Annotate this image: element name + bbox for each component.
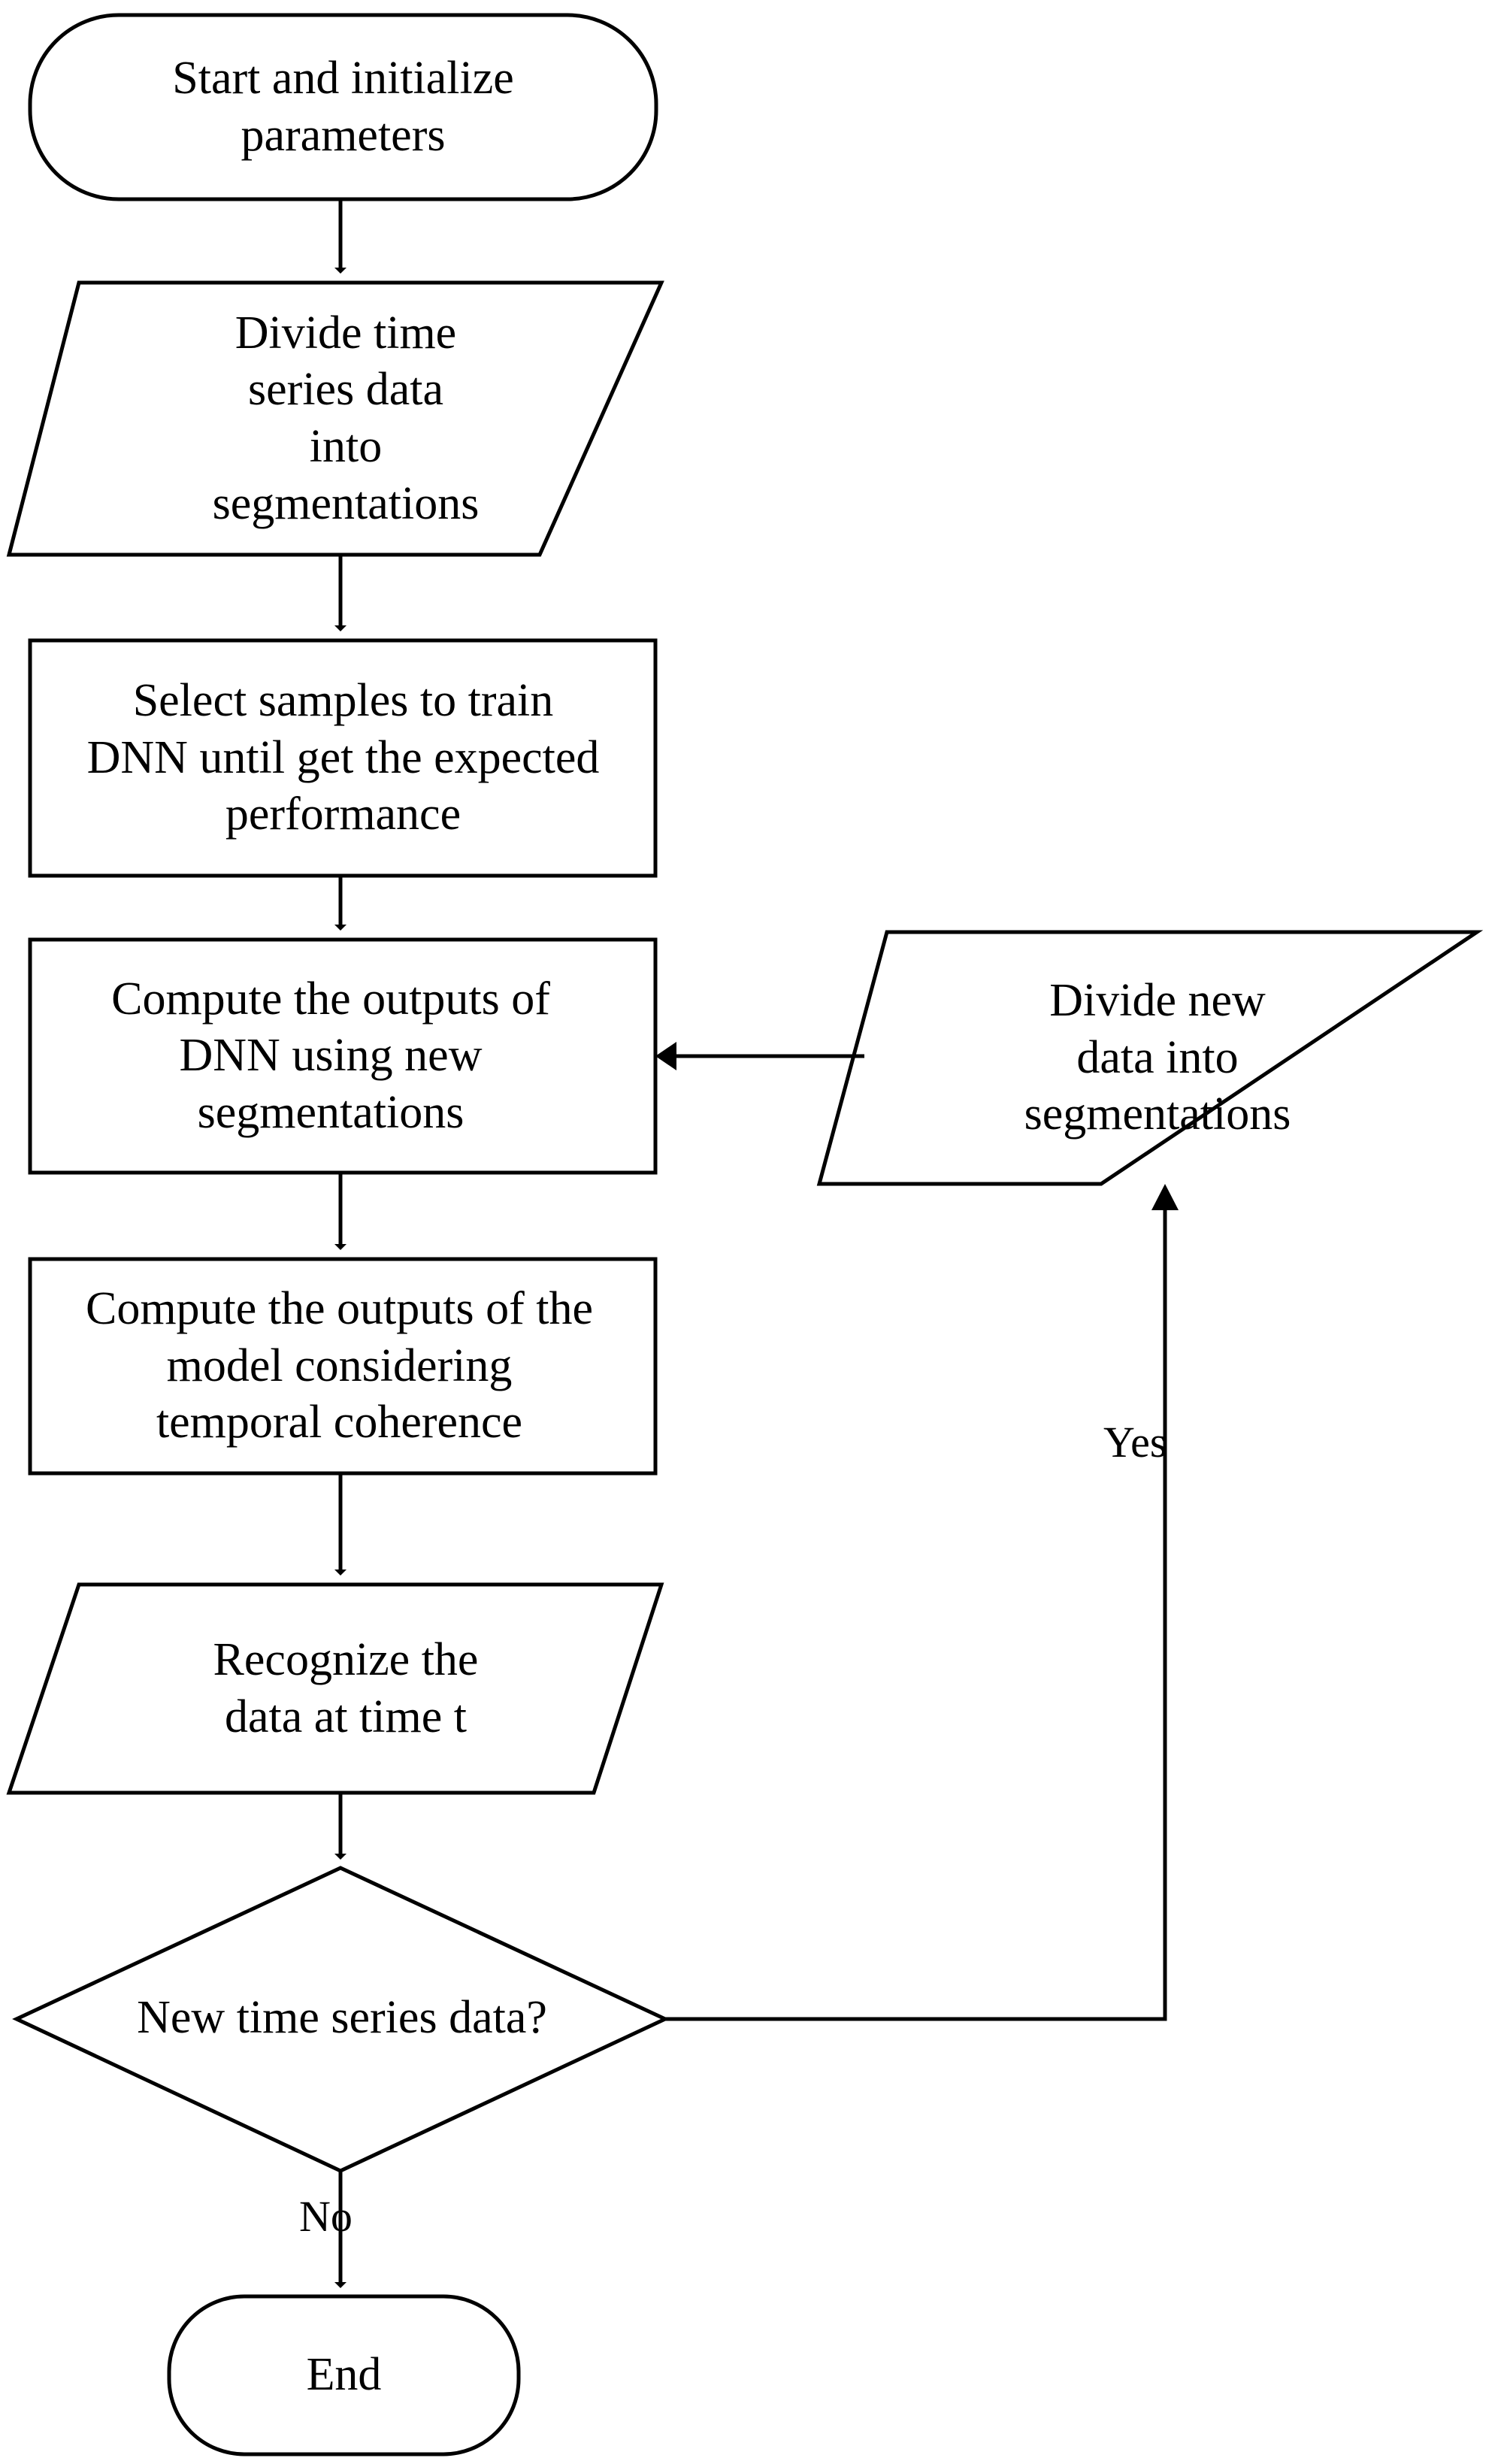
recognize-parallelogram-shape xyxy=(6,1582,664,1795)
decision-diamond-shape xyxy=(12,1866,670,2173)
arrowhead-up-icon xyxy=(1151,1184,1179,1210)
edge-decision-yes-to-divide-new xyxy=(665,1203,1171,2021)
arrowhead-left-icon xyxy=(655,1042,676,1070)
compute-model-process-shape xyxy=(28,1257,658,1476)
edge-label-no: No xyxy=(299,2192,353,2241)
start-terminator-shape xyxy=(28,13,658,201)
divide-parallelogram-shape xyxy=(6,280,664,557)
divide-new-parallelogram-shape xyxy=(816,930,1484,1186)
edge-label-yes: Yes xyxy=(1103,1418,1167,1467)
compute-dnn-process-shape xyxy=(28,937,658,1175)
end-terminator-shape xyxy=(167,2294,521,2456)
select-process-shape xyxy=(28,638,658,878)
